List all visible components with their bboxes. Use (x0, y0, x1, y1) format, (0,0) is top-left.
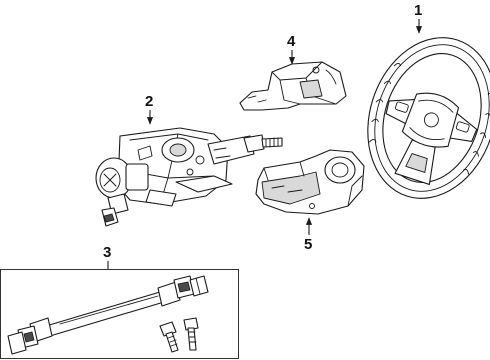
upper-shroud (239, 61, 347, 111)
intermediate-shaft (7, 275, 209, 355)
shaft-tube (45, 291, 165, 337)
upper-shroud-body (239, 61, 347, 111)
eps-motor-cap (103, 173, 117, 187)
upper-shroud-opening (299, 79, 323, 99)
intermediate-shaft-box (0, 269, 239, 359)
shaft-bolt-a (159, 321, 179, 353)
callout-2: 2 (145, 93, 153, 125)
eps-motor-gear-case (125, 163, 149, 191)
shaft-tube-highlight (59, 295, 159, 325)
shaft-upper-clamp (189, 275, 209, 297)
callout-1: 1 (414, 2, 422, 34)
lower-shroud-inner (261, 171, 321, 205)
column-lower-pinch (103, 213, 115, 223)
column-upper-tube (207, 135, 255, 165)
callout-1-label: 1 (414, 2, 422, 19)
steering-column (95, 127, 283, 227)
shaft-upper-yoke-a (157, 281, 181, 307)
column-mount-bracket (145, 189, 177, 207)
lower-shroud-screw-hole (309, 203, 315, 209)
lower-shroud-ribs (271, 185, 303, 193)
lower-shroud-lock-hole (331, 162, 349, 178)
shaft-upper-spider (177, 281, 191, 293)
column-lock-cylinder (169, 143, 187, 157)
column-tube-ribs (213, 147, 231, 159)
upper-shroud-clip (312, 66, 320, 74)
column-sensor (137, 145, 153, 161)
wheel-button-right (455, 121, 470, 133)
column-connector-a (195, 155, 205, 165)
callout-3-label: 3 (103, 244, 111, 261)
callout-5-label: 5 (304, 236, 312, 253)
column-spline-teeth (265, 137, 279, 148)
shaft-lower-spider (23, 331, 35, 343)
column-collar (243, 134, 265, 153)
column-spline-shaft (261, 137, 283, 148)
callout-5: 5 (304, 217, 312, 253)
upper-shroud-ribs (247, 69, 337, 103)
column-connector-b (186, 168, 194, 176)
wheel-grip-texture (369, 62, 490, 175)
shaft-lower-clamp (7, 331, 27, 355)
lower-shroud (255, 149, 365, 215)
wheel-hub-nut (423, 112, 439, 128)
eps-motor-face (99, 167, 121, 193)
column-tilt-lever (175, 175, 233, 193)
steering-wheel (367, 37, 490, 199)
callout-2-label: 2 (145, 93, 153, 110)
wheel-hub-detail (409, 99, 454, 141)
lower-shroud-lock-ring (324, 156, 356, 184)
callout-4-label: 4 (287, 33, 296, 50)
wheel-lower-switch (405, 153, 428, 173)
wheel-rim-inner-edge (374, 44, 490, 192)
shaft-bolt-b (183, 317, 199, 351)
shaft-upper-slot (195, 277, 201, 295)
callout-3: 3 (103, 244, 111, 269)
wheel-button-left (395, 101, 409, 113)
callout-4: 4 (287, 33, 296, 65)
lower-shroud-edges (263, 161, 363, 207)
